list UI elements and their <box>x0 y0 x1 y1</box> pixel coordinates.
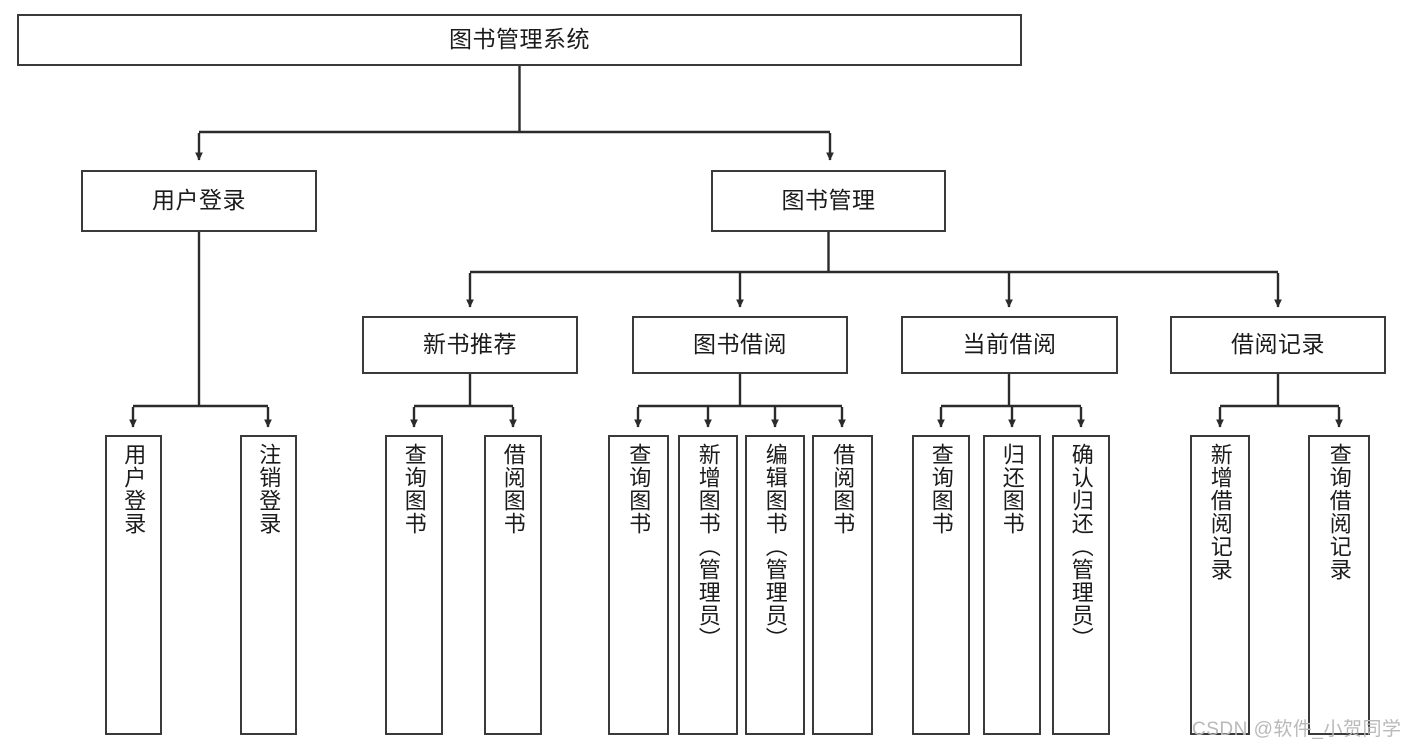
node-leaf-edit-book-label: 编辑图书（管理员） <box>762 443 788 650</box>
node-current-borrow-label: 当前借阅 <box>962 331 1057 358</box>
node-new-book-recommend-label: 新书推荐 <box>423 331 517 358</box>
node-leaf-borrow-book-rec-label: 借阅图书 <box>500 443 526 535</box>
node-user-login[interactable]: 用户登录 <box>81 170 317 232</box>
node-leaf-logout-label: 注销登录 <box>256 443 282 535</box>
node-leaf-borrow-book-label: 借阅图书 <box>830 443 856 535</box>
node-user-login-label: 用户登录 <box>152 187 246 214</box>
node-borrow-record[interactable]: 借阅记录 <box>1170 316 1386 374</box>
node-leaf-user-login[interactable]: 用户登录 <box>105 435 162 735</box>
node-leaf-add-record[interactable]: 新增借阅记录 <box>1190 435 1250 735</box>
node-leaf-query-record[interactable]: 查询借阅记录 <box>1308 435 1370 735</box>
node-leaf-query-book-rec[interactable]: 查询图书 <box>385 435 443 735</box>
node-leaf-confirm-return[interactable]: 确认归还（管理员） <box>1052 435 1110 735</box>
node-leaf-return-book-label: 归还图书 <box>999 443 1025 535</box>
node-leaf-logout[interactable]: 注销登录 <box>240 435 297 735</box>
node-leaf-confirm-return-label: 确认归还（管理员） <box>1068 443 1094 650</box>
node-current-borrow[interactable]: 当前借阅 <box>901 316 1118 374</box>
node-leaf-add-record-label: 新增借阅记录 <box>1207 443 1233 581</box>
node-leaf-borrow-book-rec[interactable]: 借阅图书 <box>484 435 542 735</box>
node-leaf-borrow-book[interactable]: 借阅图书 <box>812 435 873 735</box>
node-book-manage-label: 图书管理 <box>781 187 876 214</box>
node-leaf-query-record-label: 查询借阅记录 <box>1326 443 1352 581</box>
node-book-manage[interactable]: 图书管理 <box>711 170 946 232</box>
node-leaf-user-login-label: 用户登录 <box>121 443 147 535</box>
node-book-borrow-label: 图书借阅 <box>693 331 787 358</box>
watermark-text: CSDN @软件_小贺同学 <box>1192 719 1402 740</box>
node-book-borrow[interactable]: 图书借阅 <box>632 316 848 374</box>
node-leaf-query-book-current[interactable]: 查询图书 <box>912 435 970 735</box>
node-borrow-record-label: 借阅记录 <box>1231 331 1325 358</box>
node-root[interactable]: 图书管理系统 <box>17 14 1022 66</box>
node-leaf-add-book-label: 新增图书（管理员） <box>695 443 721 650</box>
node-leaf-edit-book[interactable]: 编辑图书（管理员） <box>745 435 805 735</box>
node-leaf-query-book-borrow-label: 查询图书 <box>626 443 652 535</box>
node-leaf-return-book[interactable]: 归还图书 <box>983 435 1041 735</box>
node-root-label: 图书管理系统 <box>449 26 590 53</box>
node-leaf-add-book[interactable]: 新增图书（管理员） <box>678 435 738 735</box>
node-leaf-query-book-current-label: 查询图书 <box>928 443 954 535</box>
node-leaf-query-book-rec-label: 查询图书 <box>401 443 427 535</box>
node-leaf-query-book-borrow[interactable]: 查询图书 <box>608 435 669 735</box>
node-new-book-recommend[interactable]: 新书推荐 <box>362 316 578 374</box>
